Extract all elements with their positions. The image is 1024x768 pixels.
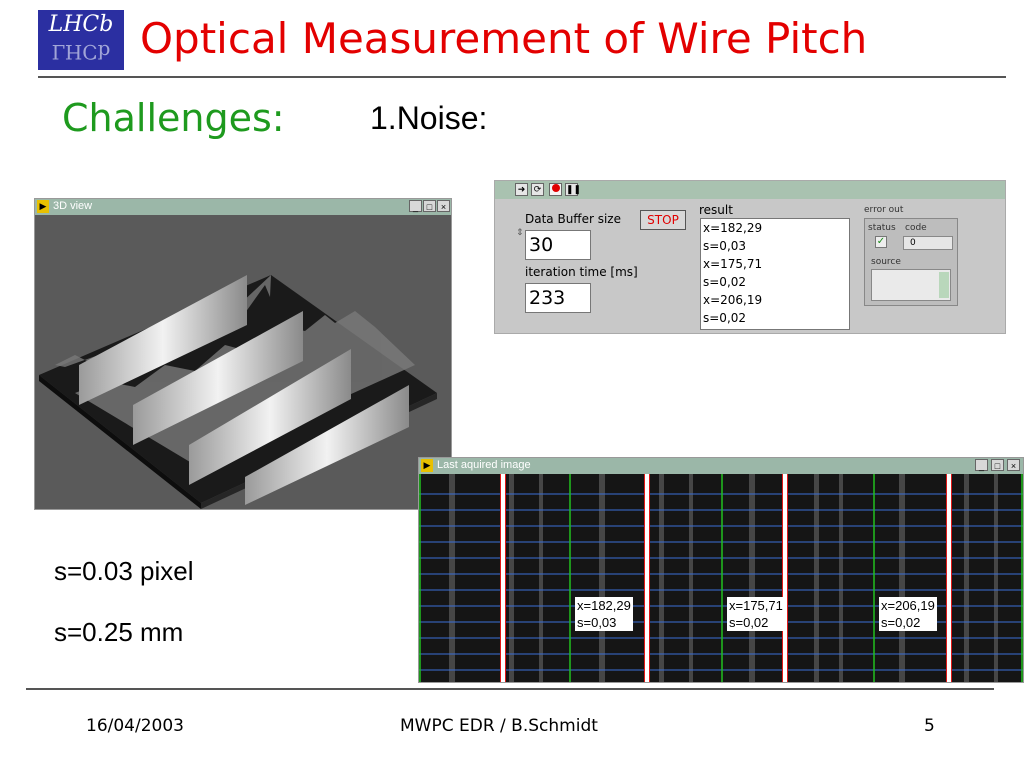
surface-plot-3d [39, 275, 437, 509]
close-button[interactable]: × [437, 200, 450, 212]
result-line: x=182,29 [703, 221, 763, 235]
noise-item: 1.Noise: [370, 100, 488, 136]
abort-icon[interactable] [549, 183, 562, 196]
run-arrow-icon[interactable]: ➜ [515, 183, 528, 196]
window-3d-titlebar[interactable]: ▶ 3D view _ □ × [35, 199, 451, 215]
footer-divider [26, 688, 994, 690]
result-listbox: x=182,29 s=0,03 x=175,71 s=0,02 x=206,19… [700, 218, 850, 330]
close-button[interactable]: × [1007, 459, 1020, 471]
window-3d-view[interactable]: ▶ 3D view _ □ × [34, 198, 452, 510]
stop-button[interactable]: STOP [640, 210, 686, 230]
maximize-button[interactable]: □ [423, 200, 436, 212]
logo-reflection: LHCb [51, 40, 111, 64]
callout-s: s=0,03 [577, 615, 617, 630]
window-image-title: Last aquired image [437, 459, 531, 471]
callout-s: s=0,02 [881, 615, 921, 630]
result-line: x=206,19 [703, 293, 763, 307]
status-check-icon[interactable]: ✓ [875, 236, 887, 248]
sigma-pixel-text: s=0.03 pixel [54, 556, 194, 586]
window-3d-title: 3D view [53, 200, 93, 212]
iteration-time-label: iteration time [ms] [525, 265, 638, 279]
run-continuous-icon[interactable]: ⟳ [531, 183, 544, 196]
footer-author: MWPC EDR / B.Schmidt [400, 716, 598, 736]
pause-icon[interactable]: ❚❚ [565, 183, 582, 196]
error-out-label: error out [864, 205, 904, 215]
error-out-cluster: status code ✓ 0 source [864, 218, 958, 306]
challenges-heading: Challenges: [62, 96, 285, 140]
iteration-time-value: 233 [525, 283, 591, 313]
footer-date: 16/04/2003 [86, 716, 184, 736]
image-callout-2: x=175,71 s=0,02 [727, 597, 785, 631]
labview-icon: ▶ [37, 200, 49, 213]
title-divider [38, 76, 1006, 78]
increment-icon[interactable]: ⇕ [516, 228, 524, 238]
image-callout-3: x=206,19 s=0,02 [879, 597, 937, 631]
result-label: result [699, 203, 733, 217]
image-callout-1: x=182,29 s=0,03 [575, 597, 633, 631]
result-line: s=0,02 [703, 311, 747, 325]
callout-x: x=175,71 [729, 598, 783, 613]
callout-x: x=206,19 [881, 598, 935, 613]
result-line: s=0,02 [703, 275, 747, 289]
window-last-image[interactable]: ▶ Last aquired image _ □ × [418, 457, 1024, 683]
lhcb-logo: LHCb LHCb [38, 10, 124, 70]
result-line: x=175,71 [703, 257, 763, 271]
source-field[interactable] [871, 269, 951, 301]
acquired-image [419, 474, 1023, 682]
result-line: s=0,03 [703, 239, 747, 253]
source-scrollbar[interactable] [939, 272, 949, 298]
labview-icon: ▶ [421, 459, 433, 472]
buffer-size-label: Data Buffer size [525, 212, 621, 226]
sigma-mm-text: s=0.25 mm [54, 617, 184, 647]
code-label: code [905, 223, 927, 233]
code-value: 0 [903, 236, 953, 250]
buffer-size-input[interactable]: 30 [525, 230, 591, 260]
maximize-button[interactable]: □ [991, 459, 1004, 471]
footer-page-number: 5 [924, 716, 935, 736]
minimize-button[interactable]: _ [409, 200, 422, 212]
window-image-titlebar[interactable]: ▶ Last aquired image _ □ × [419, 458, 1023, 474]
callout-s: s=0,02 [729, 615, 769, 630]
logo-text: LHCb [48, 12, 114, 37]
panel-toolbar: ➜ ⟳ ❚❚ [495, 181, 1005, 199]
status-label: status [868, 223, 896, 233]
source-label: source [871, 257, 901, 267]
minimize-button[interactable]: _ [975, 459, 988, 471]
callout-x: x=182,29 [577, 598, 631, 613]
slide-title: Optical Measurement of Wire Pitch [140, 14, 868, 63]
